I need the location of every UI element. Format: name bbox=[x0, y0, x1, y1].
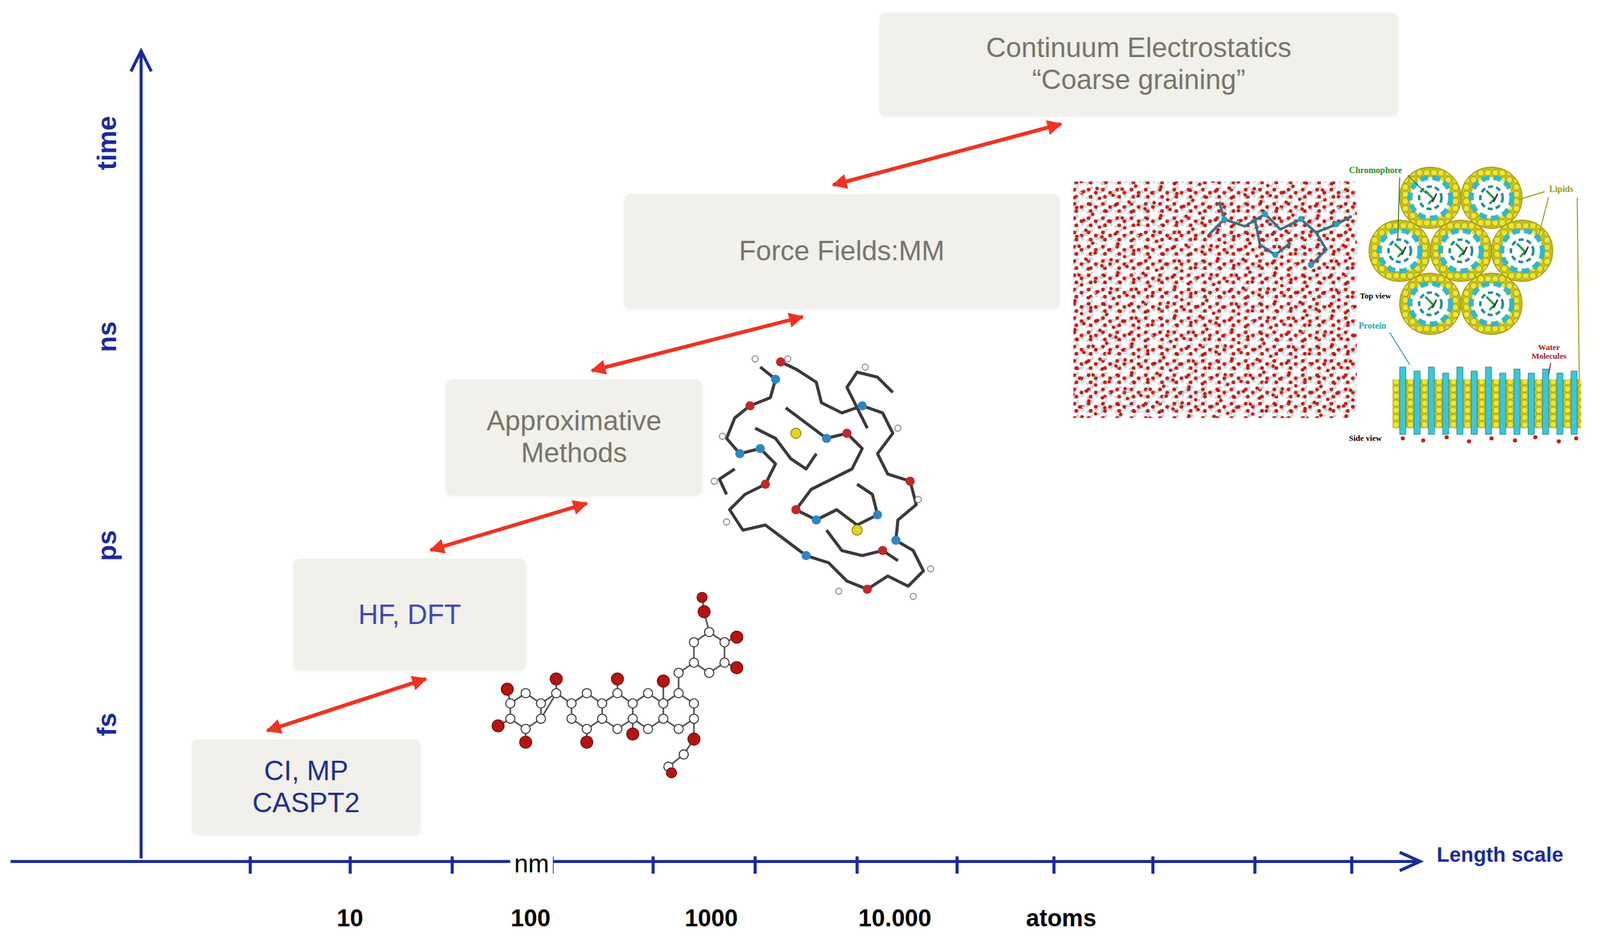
axis-label: fs bbox=[92, 712, 122, 736]
method-box: Approximative Methods bbox=[446, 379, 703, 496]
method-box: HF, DFT bbox=[293, 559, 526, 671]
solute-chain bbox=[1209, 202, 1353, 266]
method-box: Force Fields:MM bbox=[624, 193, 1060, 309]
axis-label: time bbox=[92, 115, 122, 170]
nitrogen-atoms bbox=[735, 374, 901, 561]
axis-label: ps bbox=[92, 530, 122, 562]
peptide-molecule bbox=[711, 355, 934, 600]
sulfur-atoms bbox=[790, 428, 863, 536]
method-label: CI, MP bbox=[264, 755, 349, 788]
figure-label: Chromophore bbox=[1349, 165, 1402, 176]
tick-number: 10.000 bbox=[858, 906, 932, 933]
peptide-bonds bbox=[719, 362, 924, 590]
method-box: CI, MPCASPT2 bbox=[192, 739, 421, 835]
double-arrow bbox=[430, 503, 587, 551]
figure-label: Side view bbox=[1349, 434, 1382, 443]
tick-number: 1000 bbox=[684, 906, 738, 933]
double-arrow bbox=[833, 124, 1062, 186]
small-molecule bbox=[491, 592, 743, 779]
tick-number: 100 bbox=[510, 906, 551, 933]
hydrogen-atoms bbox=[711, 355, 934, 600]
membrane-top-view bbox=[1369, 167, 1553, 336]
method-label: HF, DFT bbox=[358, 599, 462, 632]
figure-label: Protein bbox=[1358, 321, 1387, 332]
unit-label: nm bbox=[510, 850, 553, 878]
molecule-bonds bbox=[498, 597, 737, 774]
figure-label: Top view bbox=[1359, 291, 1392, 300]
method-label: Continuum Electrostatics bbox=[986, 32, 1292, 64]
double-arrow bbox=[267, 678, 427, 731]
solute-atoms bbox=[1221, 210, 1340, 268]
axis-label: ns bbox=[92, 321, 122, 352]
method-label: Approximative Methods bbox=[486, 405, 662, 469]
method-box: Continuum Electrostatics“Coarse graining… bbox=[879, 12, 1398, 116]
membrane-side-view bbox=[1392, 367, 1582, 444]
double-arrow bbox=[591, 316, 803, 371]
method-label: CASPT2 bbox=[252, 787, 360, 820]
y-axis bbox=[131, 50, 152, 859]
figure-label: Water Molecules bbox=[1531, 343, 1567, 362]
oxygen-atoms bbox=[745, 357, 915, 595]
tick-number: 10 bbox=[336, 906, 364, 933]
tick-number: atoms bbox=[1025, 906, 1097, 933]
carbon-atoms bbox=[505, 628, 730, 772]
axis-title: Length scale bbox=[1436, 843, 1564, 867]
oxygen-atoms bbox=[491, 592, 743, 779]
method-label: “Coarse graining” bbox=[1032, 64, 1246, 96]
water-box bbox=[1073, 181, 1358, 418]
figure-label: Lipids bbox=[1549, 185, 1574, 195]
x-axis bbox=[10, 852, 1420, 875]
method-label: Force Fields:MM bbox=[739, 235, 945, 268]
